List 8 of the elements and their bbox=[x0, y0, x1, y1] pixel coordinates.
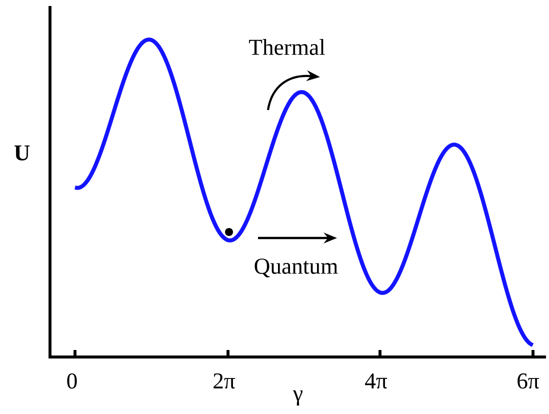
text-label: Quantum bbox=[254, 258, 338, 278]
text-label: Thermal bbox=[249, 39, 325, 55]
axis-label: U bbox=[14, 145, 30, 161]
axis-label: γ bbox=[292, 390, 302, 406]
tick-label: 2π bbox=[214, 373, 236, 389]
tick-label: 6π bbox=[518, 373, 540, 389]
tick-label: 0 bbox=[67, 373, 77, 389]
tick-label: 4π bbox=[365, 373, 388, 389]
